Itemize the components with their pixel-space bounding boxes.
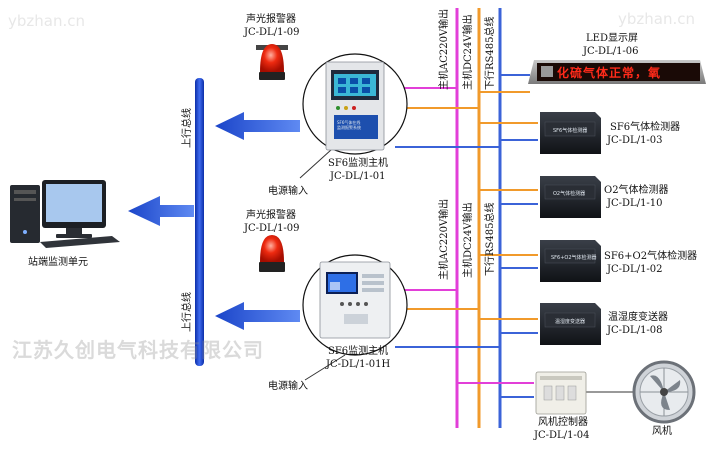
detector-device-1 (540, 112, 601, 154)
arrow-bus-to-station (128, 196, 194, 226)
alarm-lamp-top (256, 44, 288, 80)
detector-2-model: JC-DL/1-10 (607, 198, 663, 209)
station-computer (10, 180, 120, 248)
detector-device-4 (540, 303, 601, 345)
fan-controller-name: 风机控制器 (538, 417, 588, 428)
host-bottom-device (319, 261, 391, 339)
host-top-model: JC-DL/1-01 (330, 171, 386, 182)
host-bottom-name: SF6监测主机 (328, 346, 389, 357)
ac220-label-top: 主机AC220V输出 (439, 8, 450, 90)
detector-device-2 (540, 176, 601, 218)
detector-3-model: JC-DL/1-02 (607, 264, 663, 275)
detector-3-plate: SF6+O2气体检测器 (551, 255, 597, 261)
detector-4-name: 温湿度变送器 (608, 312, 668, 323)
host-top-power: 电源输入 (268, 186, 308, 197)
detector-2-name: O2气体检测器 (604, 185, 669, 196)
power-input-bottom-line (304, 354, 346, 381)
detector-1-model: JC-DL/1-03 (607, 135, 663, 146)
station-label: 站端监测单元 (28, 257, 88, 268)
fan-controller-model: JC-DL/1-04 (534, 430, 590, 441)
upper-bus-label-2: 上行总线 (182, 292, 193, 332)
rs485-label-bottom: 下行RS485总线 (485, 202, 496, 276)
host-top-device (325, 61, 385, 151)
upper-bus-label-1: 上行总线 (182, 108, 193, 148)
led-display-name: LED显示屏 (586, 33, 638, 44)
arrow-host-top-to-bus (215, 112, 300, 140)
detector-1-name: SF6气体检测器 (610, 122, 681, 133)
alarm-top-name: 声光报警器 (246, 14, 296, 25)
alarm-lamp-bottom (259, 235, 285, 272)
dc24-label-bottom: 主机DC24V输出 (463, 202, 474, 278)
led-display-device (528, 60, 706, 84)
detector-1-plate: SF6气体检测器 (553, 128, 588, 134)
arrow-host-bottom-to-bus (215, 302, 300, 330)
ac220-label-bottom: 主机AC220V输出 (439, 198, 450, 280)
alarm-top-model: JC-DL/1-09 (244, 27, 300, 38)
led-screen-text: 化硫气体正常，氧 (557, 66, 662, 80)
led-display-model: JC-DL/1-06 (583, 46, 639, 57)
watermark-company: 江苏久创电气科技有限公司 (12, 338, 264, 362)
detector-device-3 (540, 240, 601, 282)
detector-4-plate: 温湿度变送器 (555, 319, 586, 325)
host-bottom-model: JC-DL/1-01H (326, 359, 391, 370)
host-top-name: SF6监测主机 (328, 158, 389, 169)
dc24-label-top: 主机DC24V输出 (463, 14, 474, 90)
detector-2-plate: O2气体检测器 (553, 191, 586, 197)
detector-4-model: JC-DL/1-08 (607, 325, 663, 336)
fan-device (632, 360, 696, 424)
alarm-bottom-name: 声光报警器 (246, 210, 296, 221)
upper-bus-bar (195, 78, 204, 366)
watermark-top-left: ybzhan.cn (8, 12, 85, 30)
watermark-top-right: ybzhan.cn (618, 10, 695, 28)
fan-name: 风机 (652, 426, 672, 437)
host-bottom-power: 电源输入 (268, 381, 308, 392)
alarm-bottom-model: JC-DL/1-09 (244, 223, 300, 234)
fan-controller-device (535, 371, 587, 415)
host-top-panel-text: SF6气体在线 监测报警系统 (337, 120, 361, 130)
rs485-label-top: 下行RS485总线 (485, 16, 496, 90)
detector-3-name: SF6+O2气体检测器 (604, 251, 698, 262)
